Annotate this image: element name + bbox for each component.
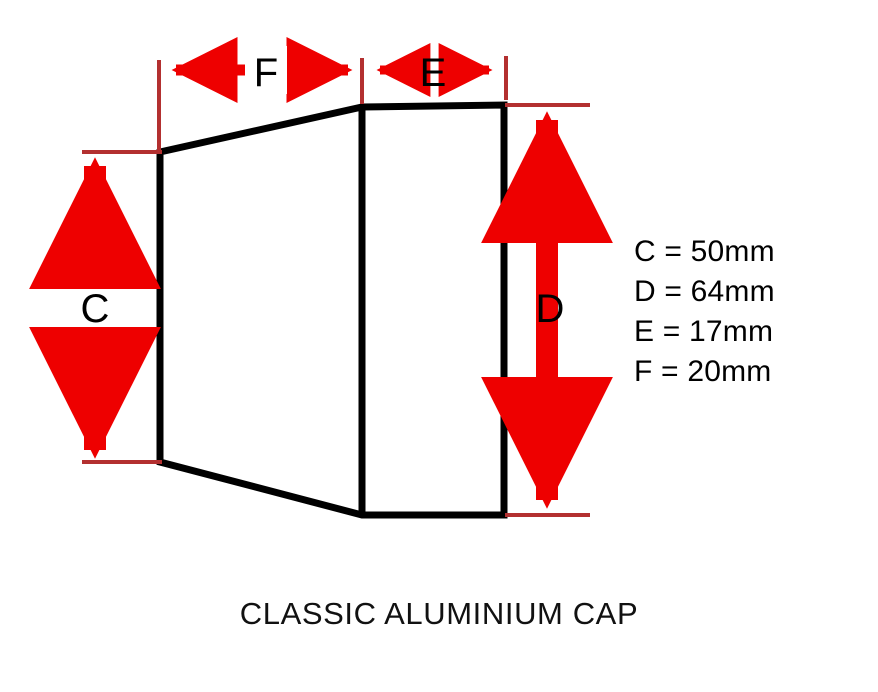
drawing-caption: CLASSIC ALUMINIUM CAP	[239, 596, 639, 631]
dimension-f: F	[171, 37, 353, 103]
extension-lines	[82, 56, 590, 517]
legend-line-c: C = 50mm	[634, 235, 775, 268]
legend-line-f: F = 20mm	[634, 355, 772, 388]
dimension-f-label-backdrop	[245, 46, 287, 94]
dimension-d-label: D	[536, 287, 565, 331]
dimension-c: C	[28, 157, 161, 459]
dimension-f-label: F	[254, 51, 278, 95]
dimension-c-label: C	[81, 287, 110, 331]
dimension-d: D	[481, 111, 613, 509]
dimension-e: E	[376, 43, 493, 97]
dimension-legend: C = 50mm D = 64mm E = 17mm F = 20mm	[634, 232, 854, 392]
legend-line-e: E = 17mm	[634, 315, 774, 348]
cap-body-outline	[156, 101, 508, 519]
legend-line-d: D = 64mm	[634, 275, 775, 308]
dimension-e-label: E	[420, 51, 447, 95]
cap-silhouette-path	[156, 101, 508, 519]
